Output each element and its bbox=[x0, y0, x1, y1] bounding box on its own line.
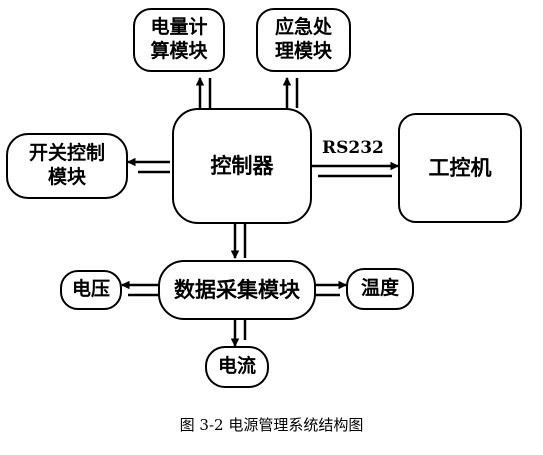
arrow-controller-energy-calc bbox=[195, 77, 212, 116]
daq-module: 数据采集模块 bbox=[158, 260, 316, 320]
arrow-controller-ipc bbox=[304, 161, 399, 178]
current-node: 电流 bbox=[205, 346, 269, 388]
arrow-controller-daq bbox=[230, 216, 247, 259]
arrow-daq-current bbox=[230, 320, 247, 347]
energy-calc-module: 电量计 算模块 bbox=[133, 8, 225, 72]
controller-node: 控制器 bbox=[172, 108, 312, 224]
voltage-node: 电压 bbox=[60, 270, 122, 310]
arrow-controller-emergency bbox=[282, 77, 299, 116]
figure-caption: 图 3-2 电源管理系统结构图 bbox=[179, 416, 364, 434]
emergency-module: 应急处 理模块 bbox=[256, 8, 351, 72]
industrial-pc-node: 工控机 bbox=[398, 113, 522, 223]
temperature-node: 温度 bbox=[346, 268, 414, 310]
arrow-daq-voltage bbox=[121, 280, 158, 297]
arrow-controller-switch-control bbox=[127, 157, 170, 174]
rs232-label: RS232 bbox=[322, 138, 384, 158]
switch-control-module: 开关控制 模块 bbox=[6, 133, 128, 199]
arrow-daq-temperature bbox=[315, 280, 347, 297]
